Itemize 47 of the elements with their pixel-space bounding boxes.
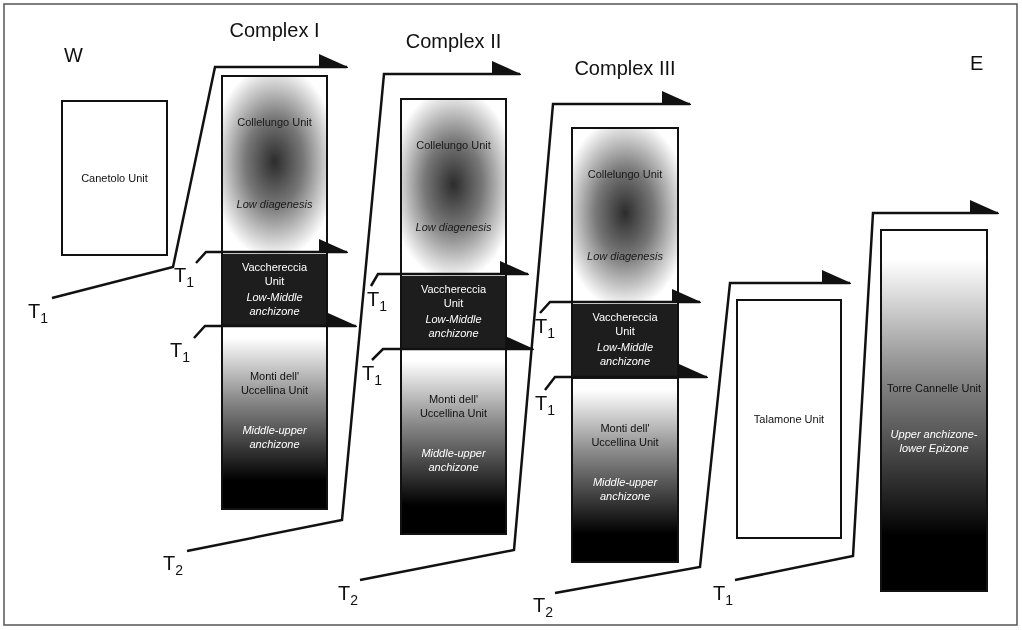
thrust-label: T$_{1}$ bbox=[170, 338, 190, 367]
compass-label: E bbox=[970, 52, 984, 75]
thrust-label: T$_{2}$ bbox=[338, 581, 358, 610]
metamorphic-grade: Middle-upper anchizone bbox=[591, 475, 659, 503]
complex-heading: Complex III bbox=[574, 57, 676, 80]
thrust-label: T$_{1}$ bbox=[535, 314, 555, 343]
unit-name: Canetolo Unit bbox=[80, 171, 149, 185]
metamorphic-grade: Upper anchizone- lower Epizone bbox=[889, 427, 979, 455]
unit-band bbox=[223, 254, 326, 327]
metamorphic-grade: Middle-upper anchizone bbox=[420, 446, 487, 474]
unit-name: Vacchereccia Unit bbox=[419, 282, 488, 310]
metamorphic-grade: Middle-upper anchizone bbox=[241, 423, 308, 451]
unit-name: Collelungo Unit bbox=[237, 115, 312, 129]
unit-name: Collelungo Unit bbox=[416, 138, 491, 152]
unit-name: Vacchereccia Unit bbox=[591, 310, 659, 338]
unit-name: Vacchereccia Unit bbox=[240, 260, 309, 288]
metamorphic-grade: Low-Middle anchizone bbox=[595, 340, 655, 368]
unit-band bbox=[402, 276, 505, 350]
unit-band bbox=[402, 100, 505, 276]
compass-label: W bbox=[64, 44, 83, 67]
unit-band bbox=[573, 304, 677, 379]
unit-band bbox=[573, 129, 677, 304]
unit-name: Talamone Unit bbox=[752, 412, 826, 426]
unit-name: Collelungo Unit bbox=[587, 167, 663, 181]
metamorphic-grade: Low-Middle anchizone bbox=[245, 290, 304, 318]
thrust-label: T$_{1}$ bbox=[174, 263, 194, 292]
unit-band bbox=[223, 77, 326, 254]
thrust-label: T$_{2}$ bbox=[533, 593, 553, 622]
thrust-label: T$_{1}$ bbox=[28, 299, 48, 328]
complex-heading: Complex II bbox=[405, 30, 502, 53]
thrust-label: T$_{2}$ bbox=[163, 551, 183, 580]
unit-name: Torre Cannelle Unit bbox=[885, 381, 983, 395]
unit-box bbox=[736, 299, 842, 539]
thrust-label: T$_{1}$ bbox=[367, 287, 387, 316]
unit-name: Monti dell' Uccellina Unit bbox=[418, 392, 489, 420]
unit-box bbox=[61, 100, 168, 256]
metamorphic-grade: Low diagenesis bbox=[414, 220, 493, 234]
thrust-label: T$_{1}$ bbox=[362, 361, 382, 390]
metamorphic-grade: Low diagenesis bbox=[586, 249, 664, 263]
complex-heading: Complex I bbox=[229, 19, 320, 42]
thrust-label: T$_{1}$ bbox=[535, 391, 555, 420]
unit-name: Monti dell' Uccellina Unit bbox=[239, 369, 310, 397]
metamorphic-grade: Low diagenesis bbox=[235, 197, 314, 211]
metamorphic-grade: Low-Middle anchizone bbox=[424, 312, 483, 340]
unit-name: Monti dell' Uccellina Unit bbox=[590, 421, 660, 449]
thrust-label: T$_{1}$ bbox=[713, 581, 733, 610]
unit-box bbox=[880, 229, 988, 592]
